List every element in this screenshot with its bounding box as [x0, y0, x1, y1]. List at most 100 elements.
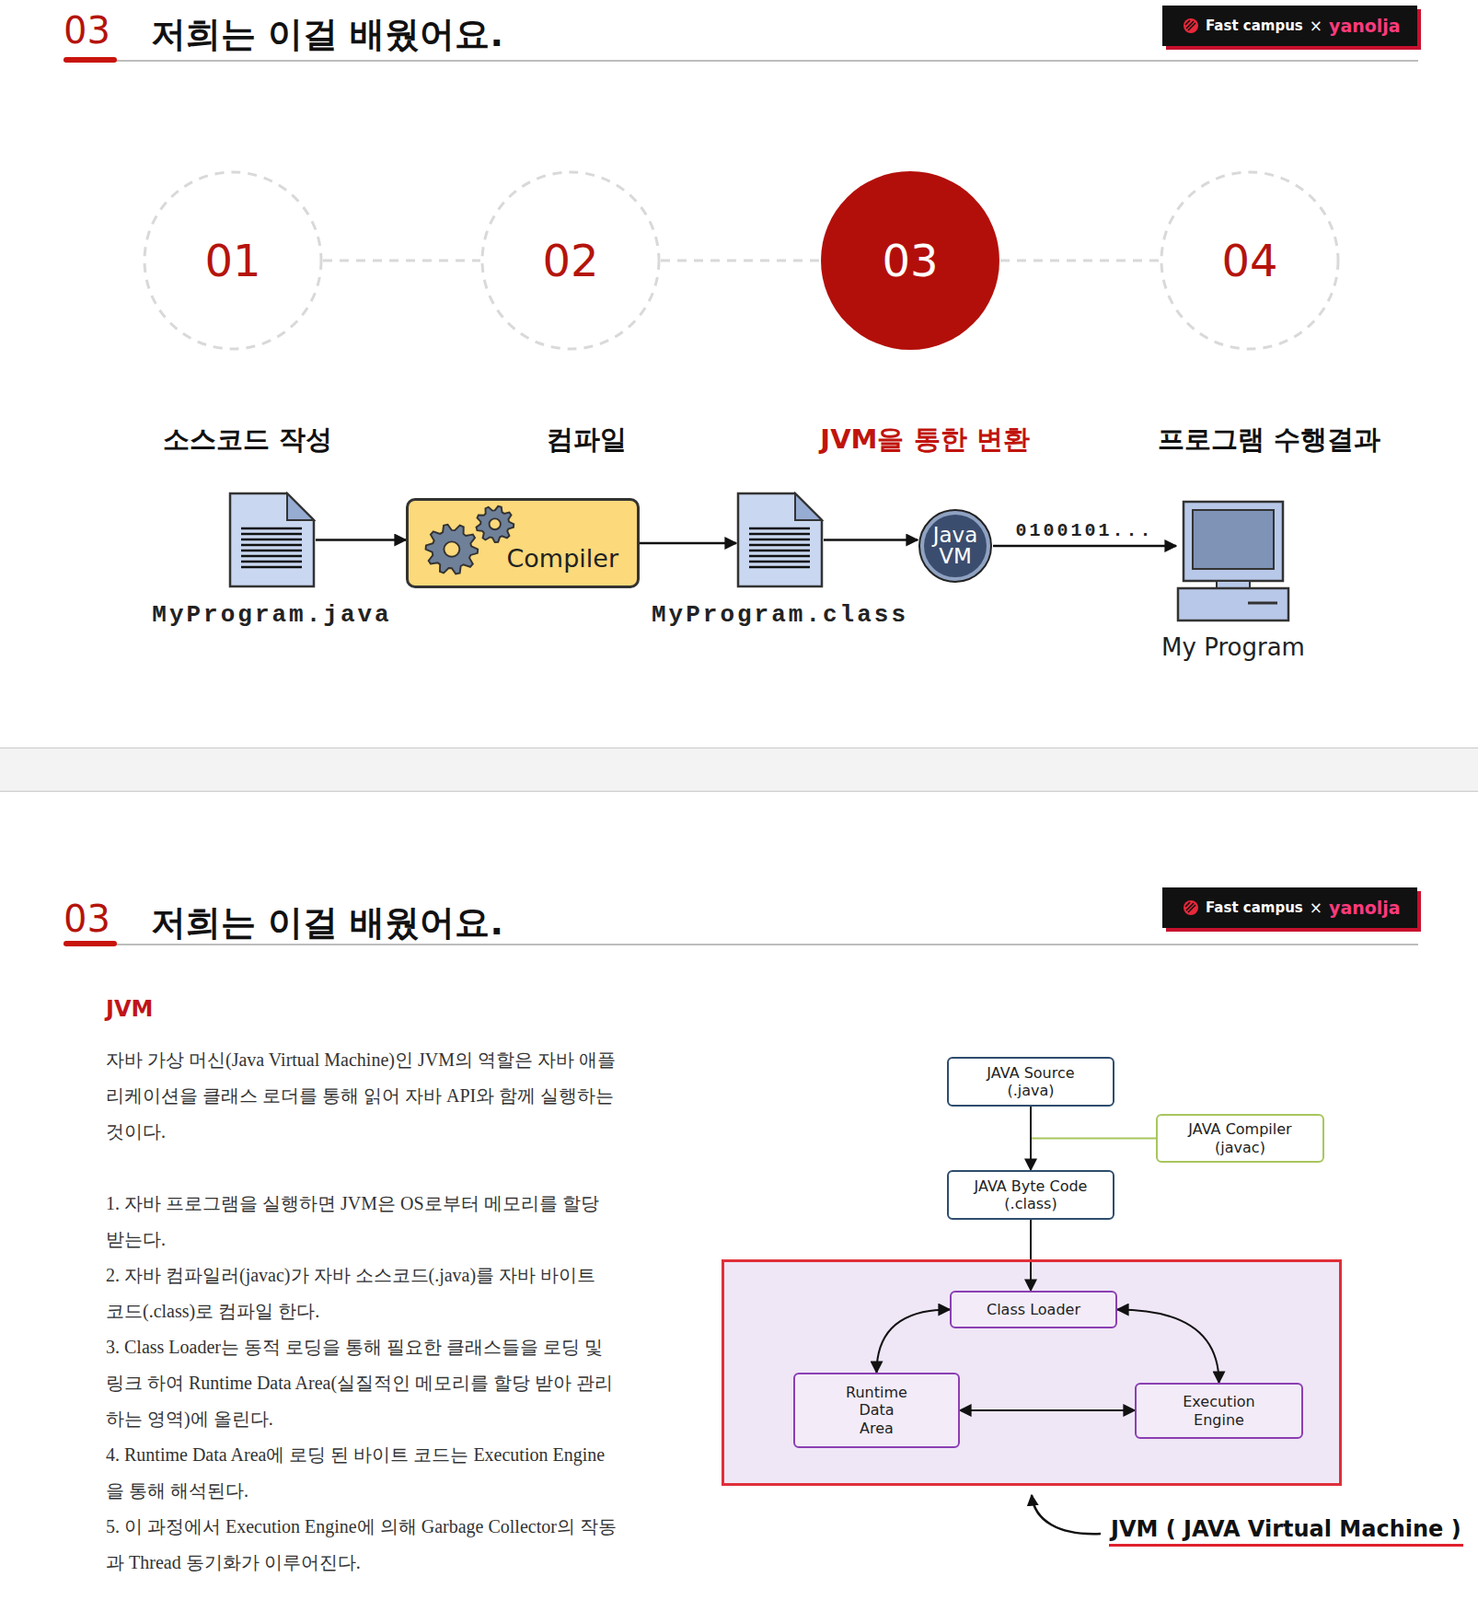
list-item: 4. Runtime Data Area에 로딩 된 바이트 코드는 Execu…	[105, 1436, 617, 1509]
box-label: JAVA Source (.java)	[961, 1063, 1100, 1099]
text-line	[241, 538, 302, 542]
gear-hole	[489, 518, 501, 530]
box-label: Class Loader	[986, 1300, 1081, 1318]
step-number: 04	[1221, 234, 1278, 287]
text-line	[241, 554, 302, 558]
computer-drawing	[1176, 499, 1291, 623]
connector	[877, 1309, 951, 1374]
text-line	[241, 565, 302, 569]
step-title: 프로그램 수행결과	[1157, 421, 1381, 459]
logo-badge: Fast campus×yanolja	[1162, 887, 1418, 928]
connector	[1029, 1106, 1032, 1170]
section-number: 03	[63, 897, 111, 940]
component-box: Class Loader	[949, 1290, 1118, 1328]
circle-fill	[820, 171, 1000, 350]
connector	[1029, 1219, 1032, 1291]
page-fold	[795, 493, 822, 520]
step-number: 01	[204, 234, 261, 287]
header-accent	[63, 57, 117, 63]
slide-title: 저희는 이걸 배웠어요.	[150, 899, 504, 947]
edge-label: 0100101...	[1013, 519, 1155, 542]
program-name: My Program	[1161, 633, 1305, 661]
text-line	[749, 532, 810, 536]
jvm-region: JVM ( JAVA Virtual Machine )Class Loader…	[721, 1258, 1342, 1486]
header-rule	[63, 943, 1419, 946]
slide-title: 저희는 이걸 배웠어요.	[150, 11, 504, 58]
text-line	[241, 527, 302, 531]
text-line	[241, 560, 302, 564]
text-column: 자바 가상 머신(Java Virtual Machine)인 JVM의 역할은…	[105, 1041, 617, 1581]
box-label: Execution Engine	[1173, 1392, 1266, 1428]
connector	[660, 259, 820, 263]
circle-dash	[1161, 172, 1339, 349]
connector	[1000, 259, 1160, 263]
page-fold	[287, 493, 314, 520]
process-box: JAVA Compiler (javac)	[1155, 1113, 1325, 1163]
process-box: JAVA Source (.java)	[946, 1056, 1115, 1107]
text-line	[241, 532, 302, 536]
page	[738, 493, 822, 587]
component-box: Runtime Data Area	[793, 1372, 960, 1448]
circle-dash	[482, 172, 659, 349]
text-line	[241, 543, 302, 547]
file-name: MyProgram.java	[151, 600, 392, 629]
file-name: MyProgram.class	[651, 600, 909, 629]
body-paragraph: 자바 가상 머신(Java Virtual Machine)인 JVM의 역할은…	[105, 1041, 617, 1150]
box-label: JAVA Byte Code (.class)	[961, 1177, 1100, 1213]
list-item: 5. 이 과정에서 Execution Engine에 의해 Garbage C…	[105, 1508, 617, 1581]
step-title: 컴파일	[546, 421, 627, 459]
step-title: 소스코드 작성	[162, 421, 333, 459]
gears-icon	[408, 500, 637, 586]
connector	[993, 544, 1177, 548]
step-number: 02	[542, 234, 599, 287]
compiler-label: Compiler	[506, 543, 619, 573]
file-icon: MyProgram.class	[736, 491, 824, 589]
drive-slot	[1247, 601, 1278, 605]
logo-text: ×	[1309, 16, 1323, 35]
text-line	[749, 560, 810, 564]
jvm-label: Java VM	[926, 524, 984, 567]
gear	[476, 506, 515, 543]
logo-icon	[1182, 17, 1200, 35]
badge-core	[923, 514, 987, 578]
connector	[1117, 1309, 1220, 1384]
step-circle: 01	[142, 170, 324, 351]
badge-ring	[919, 509, 992, 582]
connector	[315, 538, 406, 542]
process-box: JAVA Byte Code (.class)	[946, 1169, 1115, 1220]
compiler-box: Compiler	[405, 497, 640, 589]
monitor	[1183, 501, 1283, 581]
list-item: 1. 자바 프로그램을 실행하면 JVM은 OS로부터 메모리를 할당 받는다.	[105, 1185, 617, 1258]
callout-arrow	[1031, 1494, 1101, 1534]
region-caption: JVM ( JAVA Virtual Machine )	[1108, 1515, 1464, 1547]
page	[230, 493, 314, 587]
text-line	[749, 527, 810, 531]
text-line	[241, 549, 302, 553]
screen	[1192, 509, 1274, 569]
section-heading: JVM	[105, 995, 153, 1022]
step-circle: 04	[1159, 170, 1340, 351]
jvm-region-fill	[721, 1258, 1342, 1486]
slide-separator	[0, 747, 1478, 792]
header-accent	[63, 940, 117, 947]
logo-text: Fast campus	[1205, 899, 1304, 916]
connector	[323, 259, 481, 263]
connector	[639, 542, 737, 545]
gear-hole	[443, 541, 460, 556]
text-line	[749, 543, 810, 547]
file-icon: MyProgram.java	[228, 491, 316, 589]
step-circle: 02	[480, 170, 661, 351]
text-line	[749, 554, 810, 558]
step-circle: 03	[819, 170, 1001, 351]
circle-dash	[144, 172, 322, 349]
document-icon	[736, 491, 824, 589]
list-item: 3. Class Loader는 동적 로딩을 통해 필요한 클래스들을 로딩 …	[105, 1328, 617, 1437]
text-line	[749, 538, 810, 542]
connector	[823, 538, 918, 542]
component-box: Execution Engine	[1134, 1382, 1304, 1439]
logo-icon	[1182, 899, 1200, 916]
computer-icon: My Program	[1176, 499, 1291, 623]
step-title: JVM을 통한 변환	[819, 421, 1029, 459]
logo-text: yanolja	[1328, 15, 1401, 36]
text-line	[749, 549, 810, 553]
